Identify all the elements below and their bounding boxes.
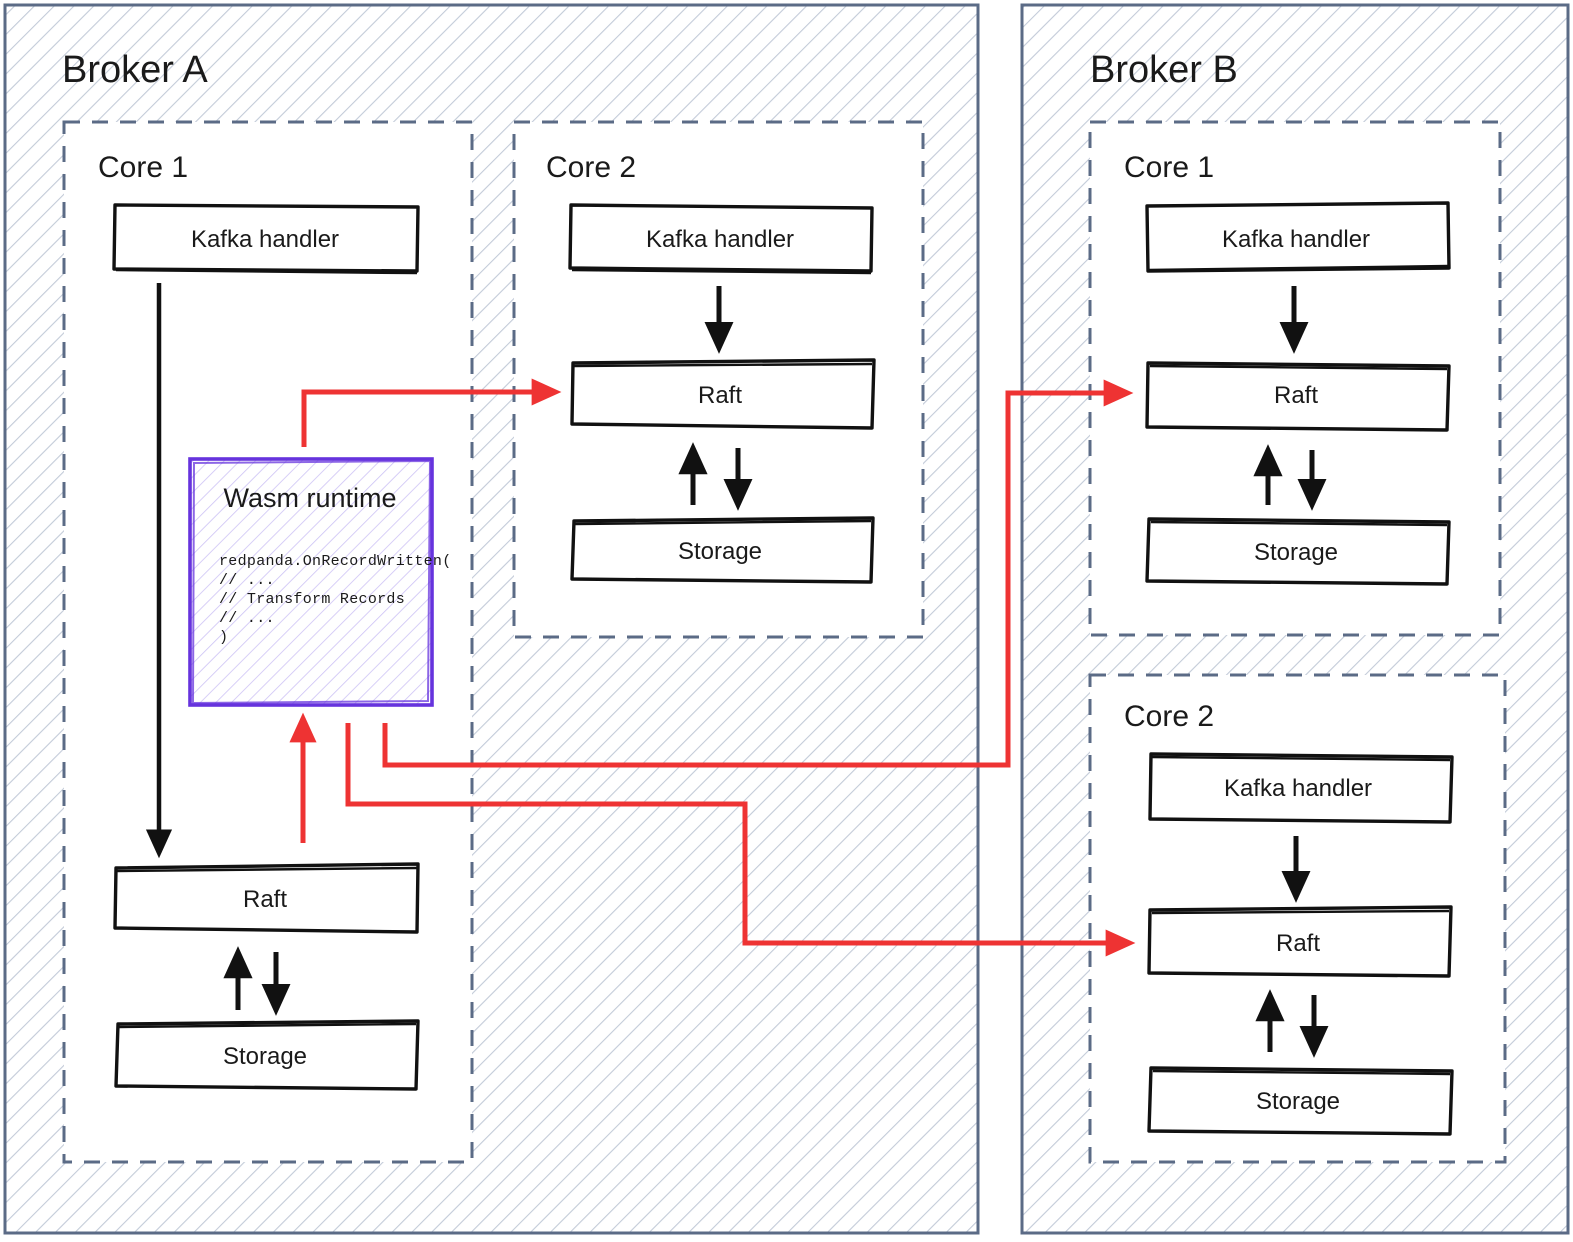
a1-kafka-handler-sketch-line bbox=[115, 268, 418, 275]
b2-raft-label: Raft bbox=[1276, 930, 1320, 957]
a2-kafka-handler-label: Kafka handler bbox=[646, 226, 794, 253]
broker-b-label: Broker B bbox=[1090, 49, 1238, 91]
flow-wasm-to-b1-raft bbox=[382, 379, 1134, 768]
broker-b-core-2-label: Core 2 bbox=[1124, 700, 1214, 733]
node-b2-kafka-handler: Kafka handler bbox=[1148, 752, 1454, 824]
b1-kafka-handler-sketch-line bbox=[1148, 264, 1449, 272]
a1-storage-label: Storage bbox=[223, 1043, 307, 1070]
broker-b-core-1-label: Core 1 bbox=[1124, 151, 1214, 184]
node-a1-kafka-handler: Kafka handler bbox=[112, 203, 420, 275]
b2-raft-sketch-line bbox=[1151, 909, 1450, 915]
broker-b-core-2-container: Core 2 Kafka handler Raft Storage bbox=[1088, 673, 1507, 1164]
a1-kafka-handler-label: Kafka handler bbox=[191, 226, 339, 253]
wasm-code-line-4: // ... bbox=[219, 610, 275, 627]
broker-a-core-2-container: Core 2 Kafka handler Raft Storage bbox=[512, 120, 925, 639]
a1-raft-label: Raft bbox=[243, 886, 287, 913]
broker-a-label: Broker A bbox=[62, 49, 208, 91]
a2-kafka-handler-box bbox=[568, 203, 874, 273]
wasm-code-line-3: // Transform Records bbox=[219, 591, 405, 608]
node-b2-raft: Raft bbox=[1147, 905, 1453, 978]
b2-storage-label: Storage bbox=[1256, 1088, 1340, 1115]
broker-b-container: Broker B Core 1 Kafka handler Raft St bbox=[1020, 3, 1570, 1235]
b1-storage-label: Storage bbox=[1254, 539, 1338, 566]
b2-kafka-handler-box bbox=[1148, 752, 1454, 824]
a1-wasm-runtime-sketch-outline bbox=[191, 459, 432, 705]
broker-a-core-1-label: Core 1 bbox=[98, 151, 188, 184]
a1-wasm-runtime-label: Wasm runtime bbox=[223, 483, 396, 513]
b1-raft-sketch-line bbox=[1149, 364, 1448, 371]
b2-kafka-handler-label: Kafka handler bbox=[1224, 775, 1372, 802]
broker-a-core-2-label: Core 2 bbox=[546, 151, 636, 184]
a2-storage-label: Storage bbox=[678, 538, 762, 565]
b2-kafka-handler-sketch-line bbox=[1151, 755, 1451, 762]
node-a2-kafka-handler: Kafka handler bbox=[568, 203, 874, 275]
a1-storage-sketch-line bbox=[118, 1022, 417, 1029]
a1-wasm-runtime-box bbox=[188, 457, 434, 707]
b1-kafka-handler-box bbox=[1145, 201, 1451, 273]
node-a1-storage: Storage bbox=[114, 1019, 420, 1091]
a1-raft-box bbox=[113, 862, 420, 934]
node-a2-storage: Storage bbox=[570, 516, 875, 584]
flow-wasm-to-b2-raft bbox=[345, 723, 1136, 957]
node-a1-raft: Raft bbox=[113, 862, 420, 934]
flow-wasm-to-a2-raft bbox=[301, 378, 562, 447]
wasm-code-line-2: // ... bbox=[219, 572, 275, 589]
b2-storage-sketch-line bbox=[1152, 1069, 1451, 1076]
a2-raft-box bbox=[570, 358, 876, 430]
broker-a-container: Broker A Core 1 Kafka handler Wasm runti… bbox=[3, 3, 980, 1235]
node-b2-storage: Storage bbox=[1147, 1066, 1454, 1136]
wasm-code-line-5: ) bbox=[219, 629, 228, 646]
broker-a-core-1-container: Core 1 Kafka handler Wasm runtime redpan… bbox=[62, 120, 474, 1164]
node-b1-kafka-handler: Kafka handler bbox=[1145, 201, 1451, 273]
b1-kafka-handler-label: Kafka handler bbox=[1222, 226, 1370, 253]
a1-kafka-handler-box bbox=[112, 203, 420, 273]
b1-raft-box bbox=[1145, 361, 1451, 432]
b2-raft-box bbox=[1147, 905, 1453, 978]
b2-storage-box bbox=[1147, 1066, 1454, 1136]
node-b1-raft: Raft bbox=[1145, 361, 1451, 432]
a2-storage-box bbox=[570, 516, 875, 584]
broker-b-core-1-container: Core 1 Kafka handler Raft Storage bbox=[1088, 120, 1502, 637]
b1-storage-sketch-line bbox=[1150, 520, 1448, 527]
node-a2-raft: Raft bbox=[570, 358, 876, 430]
a2-raft-sketch-line bbox=[573, 362, 873, 368]
wasm-code-line-1: redpanda.OnRecordWritten( bbox=[219, 553, 452, 570]
red-flow-layer bbox=[301, 378, 1136, 957]
node-a1-wasm-runtime: Wasm runtime redpanda.OnRecordWritten( /… bbox=[188, 457, 452, 707]
node-b1-storage: Storage bbox=[1145, 517, 1451, 586]
a2-raft-label: Raft bbox=[698, 382, 742, 409]
a2-storage-sketch-line bbox=[574, 519, 872, 526]
a1-raft-sketch-line bbox=[116, 866, 418, 873]
a2-kafka-handler-sketch-line bbox=[571, 268, 872, 275]
a1-storage-box bbox=[114, 1019, 420, 1091]
b1-raft-label: Raft bbox=[1274, 382, 1318, 409]
b1-storage-box bbox=[1145, 517, 1451, 586]
